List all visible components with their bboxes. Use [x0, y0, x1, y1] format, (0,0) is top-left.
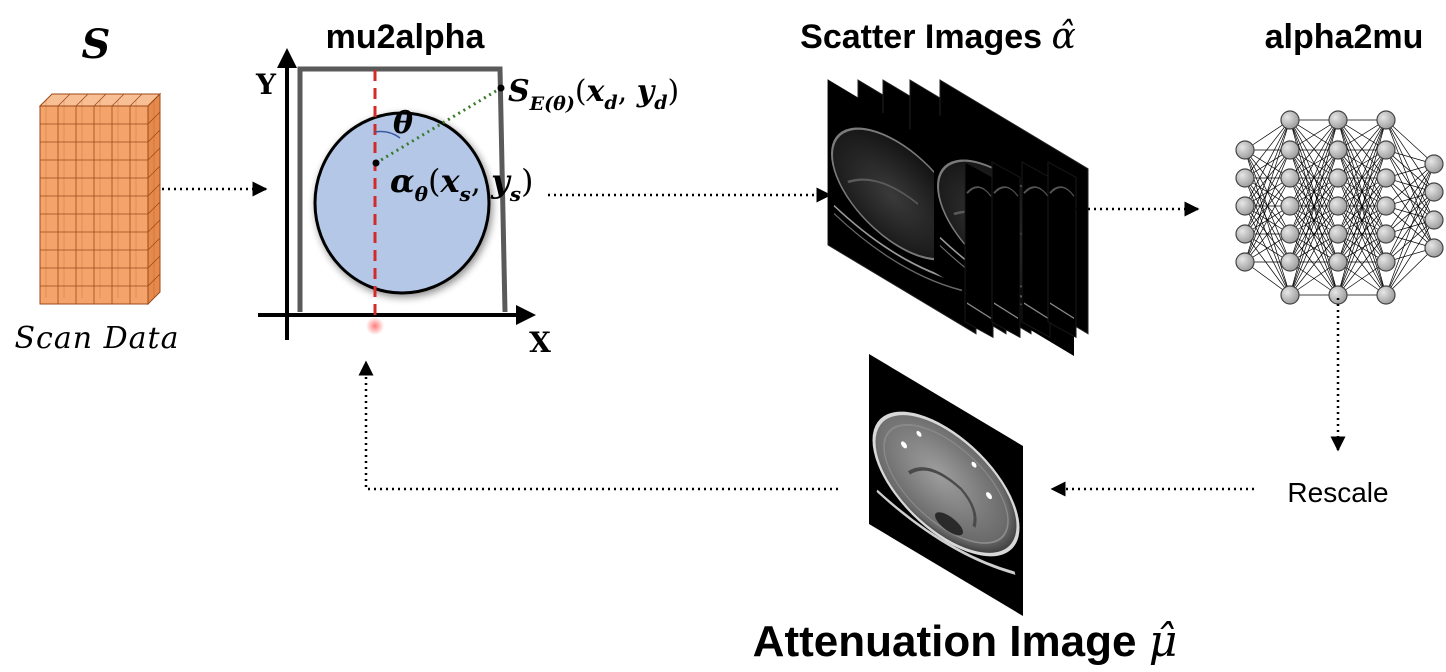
detector-point: [497, 84, 505, 92]
alpha2mu-group: alpha2mu: [1235, 18, 1444, 305]
nn-node: [1424, 154, 1444, 174]
nn-node: [1376, 252, 1396, 272]
nn-node: [1376, 140, 1396, 160]
nn-node: [1376, 168, 1396, 188]
nn-node: [1328, 285, 1348, 305]
nn-node: [1376, 196, 1396, 216]
nn-node: [1235, 196, 1255, 216]
nn-node: [1328, 168, 1348, 188]
nn-node: [1424, 210, 1444, 230]
scatter-images-group: Scatter Images α̂: [800, 16, 1089, 357]
attenuation-image: [869, 354, 1023, 616]
nn-node: [1328, 224, 1348, 244]
mu2alpha-title: mu2alpha: [326, 18, 486, 56]
source-label: αθ(xs, ys): [390, 162, 533, 206]
y-axis-label: Y: [255, 68, 277, 101]
attenuation-image-group: Attenuation Image μ̂: [753, 354, 1178, 667]
nn-node: [1376, 224, 1396, 244]
theta-arc: [374, 130, 401, 139]
detector-frame: [297, 66, 508, 313]
attenuation-title: Attenuation Image μ̂: [753, 616, 1178, 667]
source-glow: [366, 317, 384, 335]
scan-caption: Scan Data: [15, 321, 180, 356]
nn-node: [1235, 224, 1255, 244]
nn-node: [1376, 110, 1396, 130]
nn-node: [1235, 140, 1255, 160]
nn-node: [1280, 285, 1300, 305]
scatter-title: Scatter Images α̂: [800, 16, 1076, 57]
nn-node: [1424, 238, 1444, 258]
nn-node: [1280, 140, 1300, 160]
nn-node: [1328, 196, 1348, 216]
neural-network-nodes: [1235, 110, 1444, 305]
nn-node: [1280, 224, 1300, 244]
theta-label: θ: [393, 106, 413, 141]
nn-node: [1328, 110, 1348, 130]
nn-node: [1280, 110, 1300, 130]
nn-node: [1280, 252, 1300, 272]
nn-node: [1328, 252, 1348, 272]
scatter-image-stack: [827, 79, 1089, 357]
nn-node: [1280, 168, 1300, 188]
scan-data-group: S Scan Data: [15, 21, 180, 356]
detector-label: SE(θ)(xd, yd): [508, 74, 679, 115]
voxel-cube-icon: [38, 92, 162, 306]
scan-symbol: S: [82, 21, 111, 68]
arrow-attenuation-to-mu2alpha: [358, 360, 838, 491]
x-axis-label: X: [529, 326, 551, 359]
rescale-label: Rescale: [1287, 477, 1388, 508]
nn-node: [1376, 285, 1396, 305]
nn-node: [1424, 182, 1444, 202]
alpha2mu-title: alpha2mu: [1265, 18, 1424, 56]
nn-node: [1235, 252, 1255, 272]
phantom-ellipse: [313, 111, 491, 295]
nn-node: [1328, 140, 1348, 160]
nn-node: [1280, 196, 1300, 216]
nn-node: [1235, 168, 1255, 188]
scatter-point: [372, 159, 380, 167]
mu2alpha-group: mu2alpha Y X θ SE(θ)(xd, yd) αθ(xs, ys): [255, 18, 679, 359]
scatter-ray: [375, 86, 502, 165]
